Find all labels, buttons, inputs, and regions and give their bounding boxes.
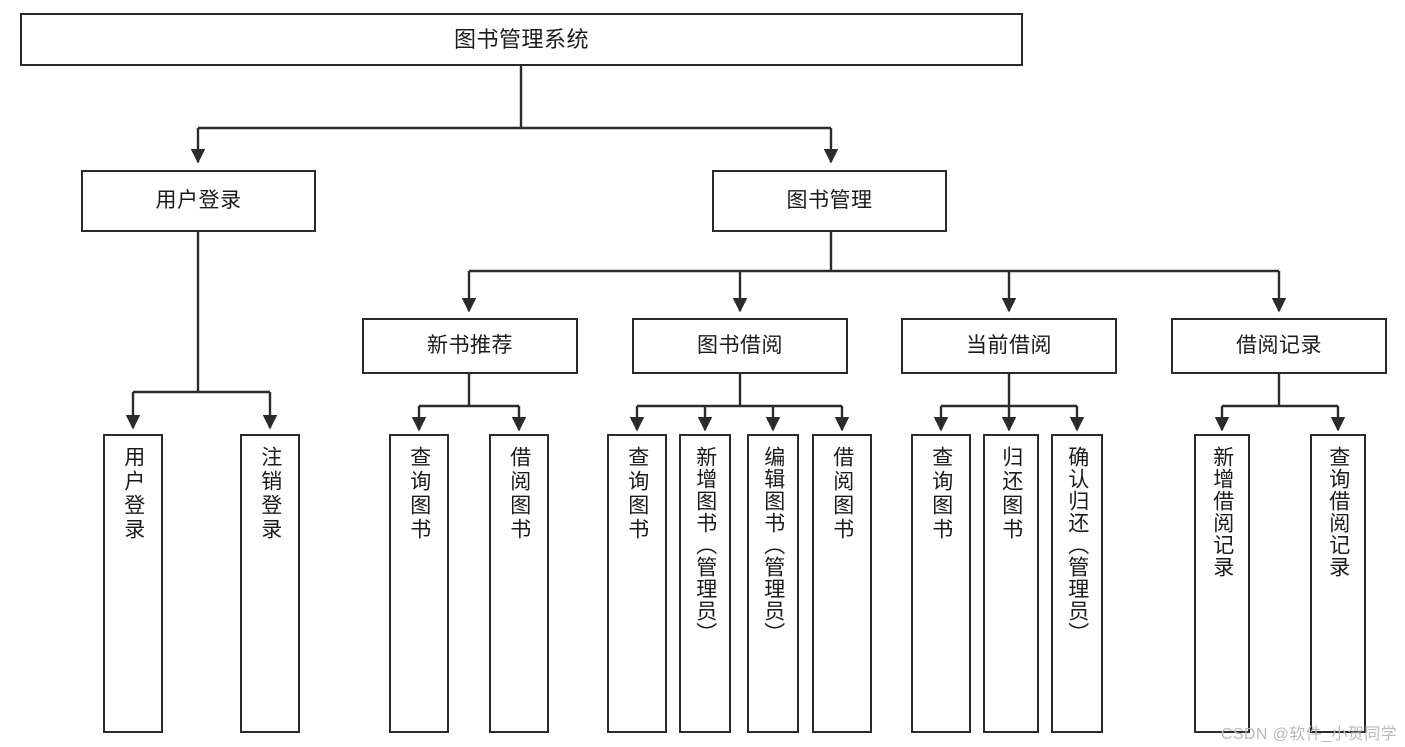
node-leaf-borrow-book-2-label: 借阅图书 bbox=[830, 446, 854, 542]
node-user-login-label: 用户登录 bbox=[155, 188, 242, 212]
node-leaf-user-login-label: 用户登录 bbox=[121, 446, 145, 542]
node-leaf-add-record-label: 新增借阅记录 bbox=[1210, 446, 1234, 578]
node-book-manage-label: 图书管理 bbox=[786, 188, 873, 212]
node-leaf-borrow-book-1-label: 借阅图书 bbox=[507, 446, 531, 542]
node-leaf-query-book-2-label: 查询图书 bbox=[625, 446, 649, 542]
node-leaf-return-book-label: 归还图书 bbox=[999, 446, 1023, 542]
node-leaf-logout-login-label: 注销登录 bbox=[258, 446, 282, 542]
node-root[interactable]: 图书管理系统 bbox=[20, 13, 1023, 66]
node-leaf-return-book[interactable]: 归还图书 bbox=[983, 434, 1039, 733]
node-new-book-recommend[interactable]: 新书推荐 bbox=[362, 318, 578, 374]
node-current-borrow-label: 当前借阅 bbox=[966, 333, 1052, 357]
node-leaf-query-book-3[interactable]: 查询图书 bbox=[911, 434, 971, 733]
node-book-manage[interactable]: 图书管理 bbox=[712, 170, 947, 232]
node-leaf-edit-book[interactable]: 编辑图书（管理员） bbox=[747, 434, 799, 733]
node-leaf-add-record[interactable]: 新增借阅记录 bbox=[1194, 434, 1250, 733]
node-user-login[interactable]: 用户登录 bbox=[81, 170, 316, 232]
node-borrow-record[interactable]: 借阅记录 bbox=[1171, 318, 1387, 374]
node-new-book-recommend-label: 新书推荐 bbox=[427, 333, 513, 357]
node-leaf-borrow-book-1[interactable]: 借阅图书 bbox=[489, 434, 549, 733]
node-leaf-edit-book-label: 编辑图书（管理员） bbox=[761, 446, 785, 644]
node-leaf-query-record[interactable]: 查询借阅记录 bbox=[1310, 434, 1366, 733]
node-leaf-user-login[interactable]: 用户登录 bbox=[103, 434, 163, 733]
node-book-borrow[interactable]: 图书借阅 bbox=[632, 318, 848, 374]
node-leaf-query-book-3-label: 查询图书 bbox=[929, 446, 953, 542]
node-leaf-logout-login[interactable]: 注销登录 bbox=[240, 434, 300, 733]
node-leaf-query-book-2[interactable]: 查询图书 bbox=[607, 434, 667, 733]
node-borrow-record-label: 借阅记录 bbox=[1236, 333, 1322, 357]
node-book-borrow-label: 图书借阅 bbox=[697, 333, 783, 357]
node-leaf-borrow-book-2[interactable]: 借阅图书 bbox=[812, 434, 872, 733]
csdn-watermark: CSDN @软件_小贺同学 bbox=[1220, 726, 1397, 743]
node-root-label: 图书管理系统 bbox=[453, 26, 589, 52]
node-leaf-query-book-1[interactable]: 查询图书 bbox=[389, 434, 449, 733]
node-leaf-add-book[interactable]: 新增图书（管理员） bbox=[679, 434, 731, 733]
node-leaf-confirm-return[interactable]: 确认归还（管理员） bbox=[1051, 434, 1103, 733]
node-leaf-query-record-label: 查询借阅记录 bbox=[1326, 446, 1350, 578]
node-leaf-confirm-return-label: 确认归还（管理员） bbox=[1065, 446, 1089, 644]
node-leaf-query-book-1-label: 查询图书 bbox=[407, 446, 431, 542]
node-leaf-add-book-label: 新增图书（管理员） bbox=[693, 446, 717, 644]
node-current-borrow[interactable]: 当前借阅 bbox=[901, 318, 1117, 374]
